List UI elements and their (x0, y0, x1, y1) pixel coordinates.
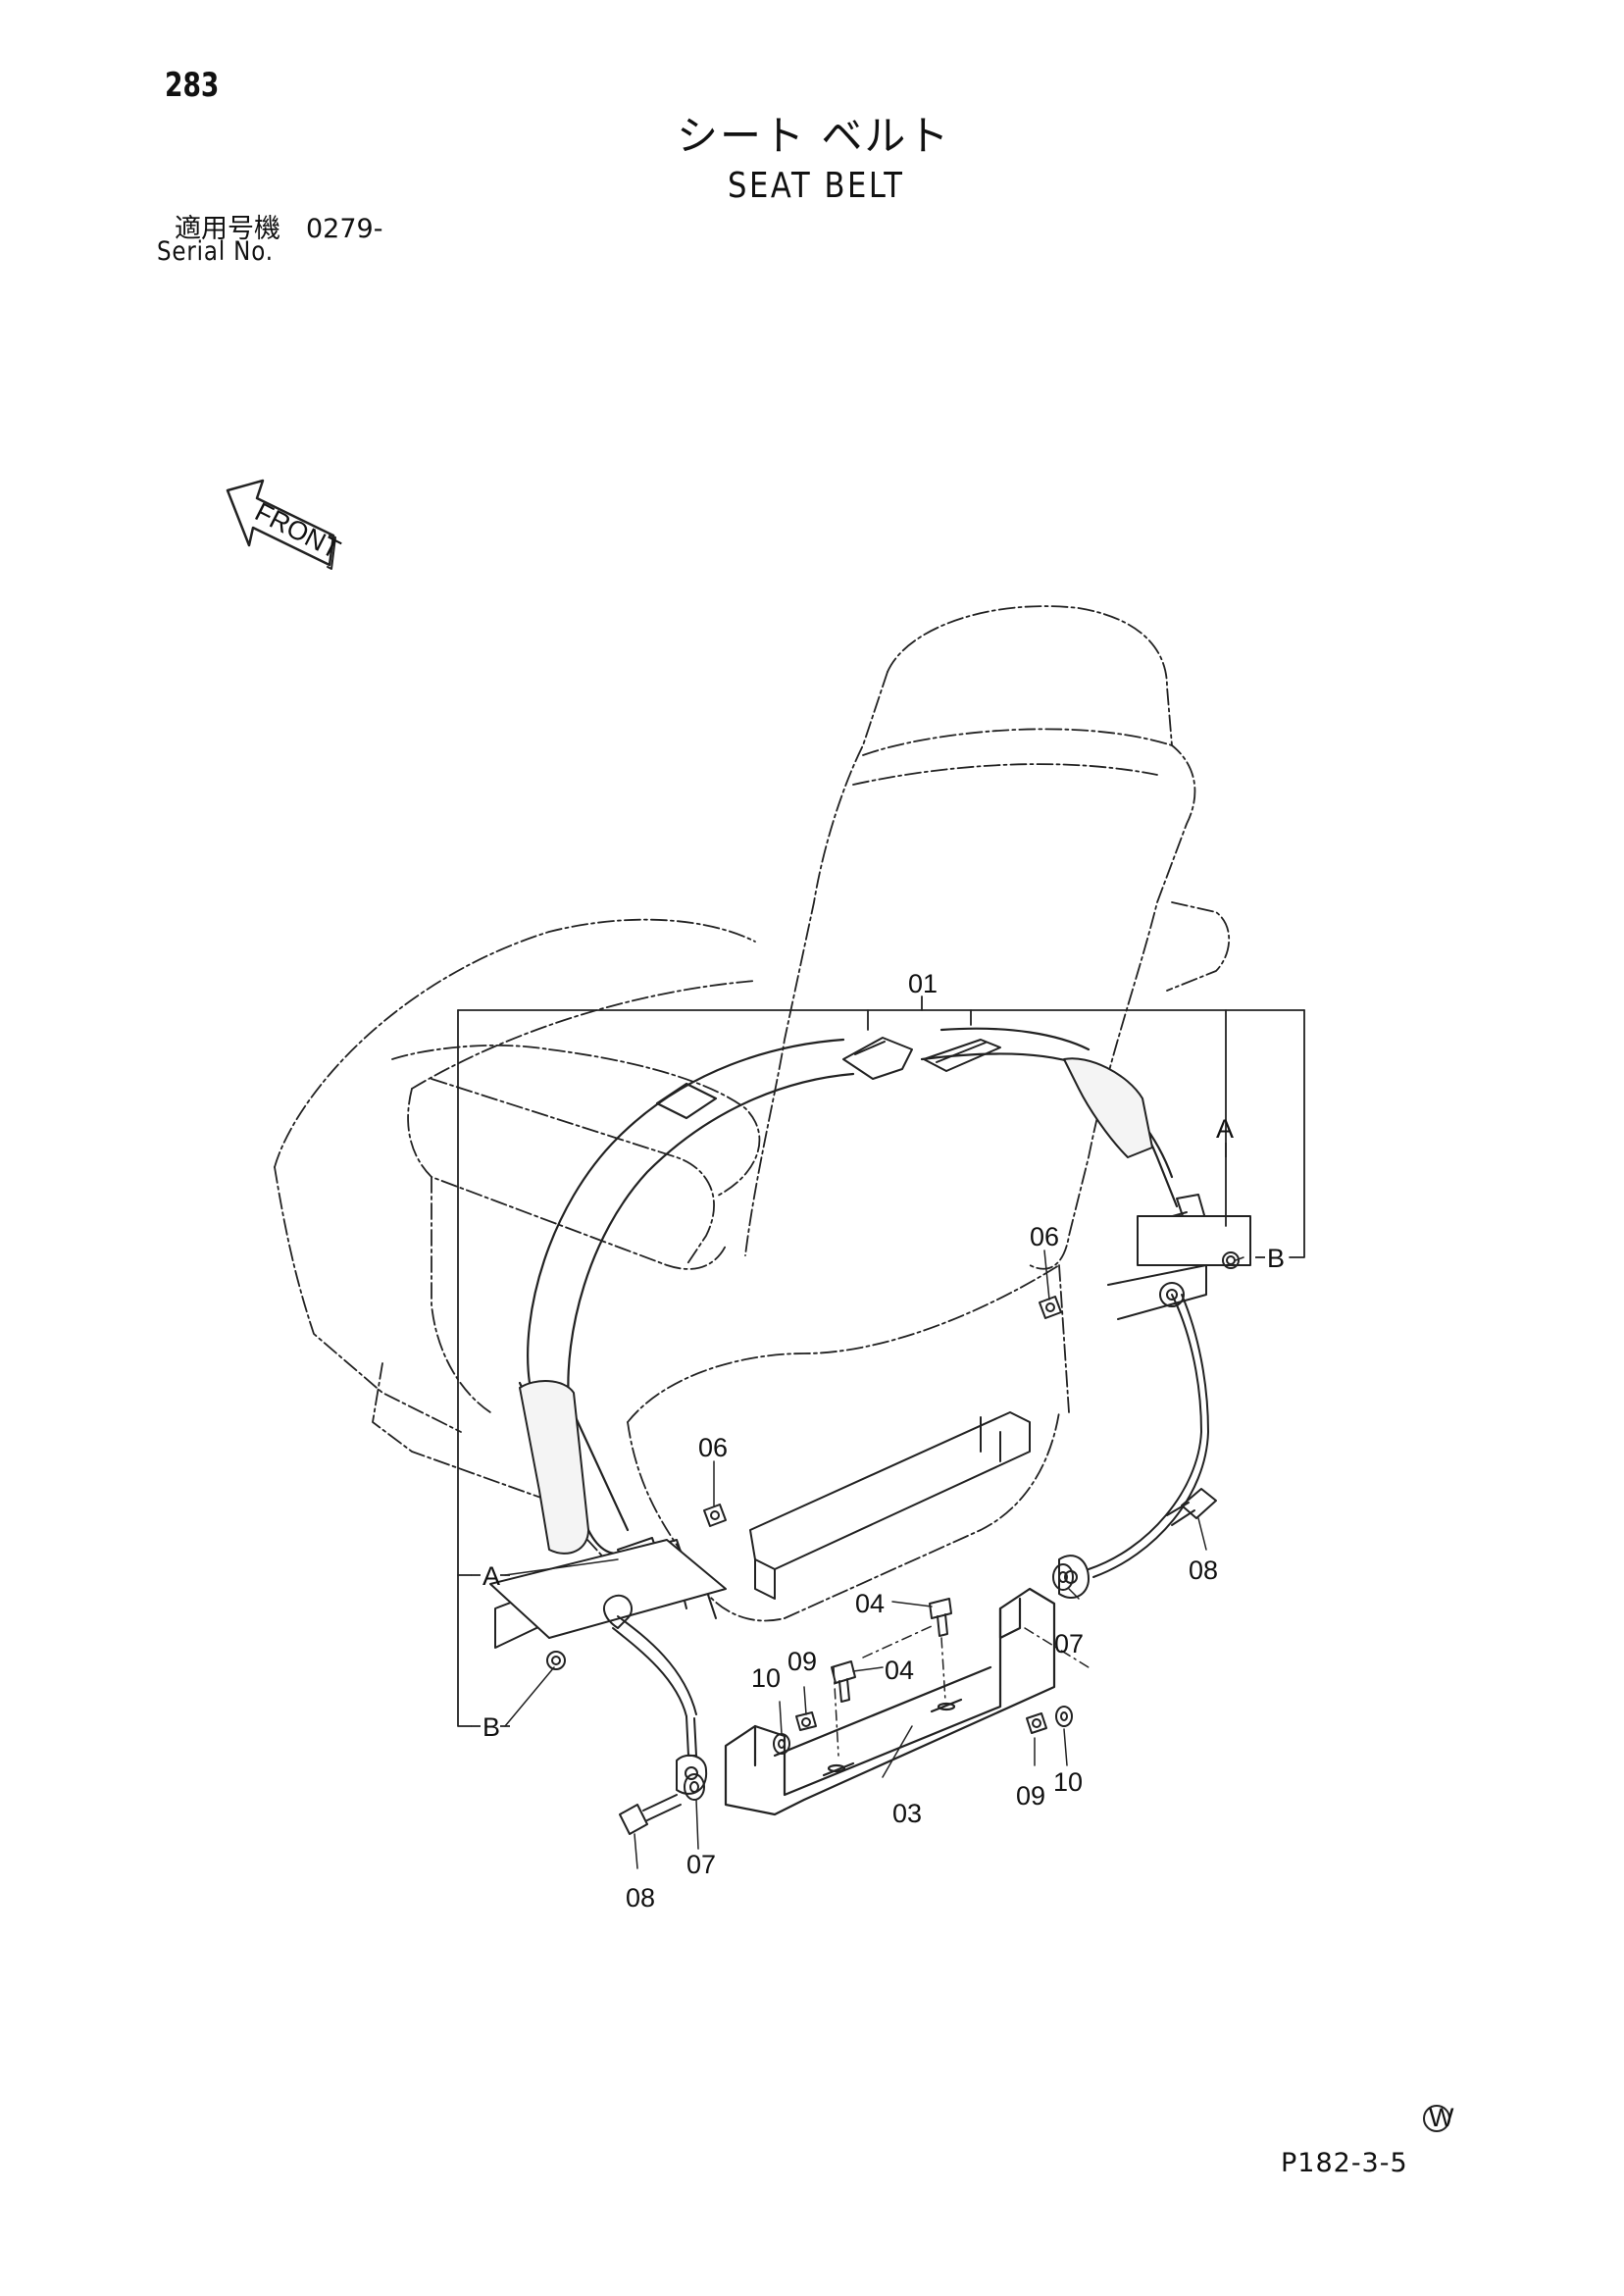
seat-slide-rail (676, 1411, 1031, 1619)
callout-09-left: 09 (787, 1647, 817, 1676)
detail-plate-b-right (1107, 1215, 1251, 1320)
seat-belt-webbing (518, 1027, 1179, 1556)
callout-07-right: 07 (1054, 1629, 1084, 1658)
seat-belt-buckle (842, 1037, 1153, 1158)
serial-label-japanese: 適用号機 (175, 214, 280, 244)
callout-04-upper: 04 (855, 1589, 885, 1618)
seat-belt-strap-left (603, 1594, 708, 1795)
page-number: 283 (165, 66, 220, 105)
callout-06-upper: 06 (1030, 1222, 1059, 1251)
mounting-bracket (724, 1587, 1056, 1816)
nut-06-lower-icon (703, 1504, 727, 1527)
callout-10-right: 10 (1053, 1767, 1083, 1797)
callout-a-left: A (482, 1561, 500, 1591)
callout-03: 03 (892, 1799, 922, 1828)
washer-07-left-icon (684, 1773, 705, 1801)
seat-outline (274, 605, 1231, 1622)
bolt-08-right-icon (1166, 1488, 1217, 1526)
callout-bracket-01 (457, 995, 1305, 1727)
serial-number-value: 0279- (306, 214, 383, 244)
nut-06-upper-icon (1039, 1296, 1062, 1319)
bolt-04-upper-icon (929, 1598, 952, 1637)
leader-lines (504, 1250, 1244, 1869)
callout-04-lower: 04 (885, 1656, 914, 1685)
page-title-japanese: シート ベルト (677, 112, 951, 160)
nut-09-right-icon (1026, 1712, 1047, 1734)
washer-07-right-icon (1052, 1563, 1074, 1591)
callout-labels: 01 06 06 A B A B 04 04 09 10 03 07 08 07… (482, 969, 1285, 1913)
callout-a-right: A (1216, 1114, 1234, 1144)
front-arrow-label: FRONT (250, 497, 344, 565)
callout-b-left: B (482, 1712, 500, 1742)
washer-10-right-icon (1055, 1706, 1073, 1727)
serial-label: Serial No. (157, 236, 274, 267)
w-mark-label: W (1429, 2103, 1454, 2132)
drawing-code: P182-3-5 (1281, 2148, 1408, 2178)
callout-01: 01 (908, 969, 938, 998)
page-title: SEAT BELT (728, 166, 905, 206)
callout-10-left: 10 (751, 1663, 781, 1693)
callout-06-lower: 06 (698, 1433, 728, 1462)
callout-07-left: 07 (686, 1850, 716, 1879)
callout-b-right: B (1267, 1244, 1285, 1273)
front-arrow-icon: FRONT (226, 479, 345, 570)
detail-plate-b-left (489, 1539, 727, 1670)
seat-belt-strap-right (1058, 1294, 1209, 1599)
w-mark-icon: W (1423, 2103, 1454, 2132)
callout-09-right: 09 (1016, 1781, 1045, 1811)
seat-belt-sleeve-left (519, 1380, 589, 1555)
bolt-08-left-icon (619, 1794, 682, 1835)
callout-08-left: 08 (626, 1883, 655, 1913)
callout-08-right: 08 (1189, 1556, 1218, 1585)
